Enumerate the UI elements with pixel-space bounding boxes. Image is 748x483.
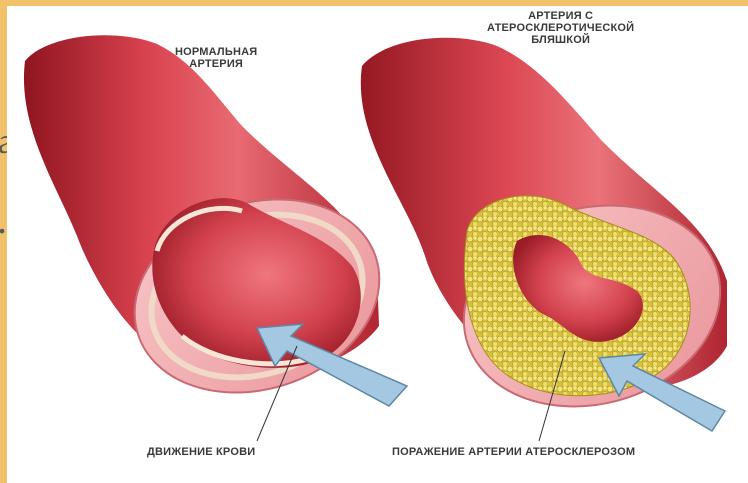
normal-artery-label-line1: НОРМАЛЬНАЯ: [175, 46, 257, 58]
plaque-artery-label-line1: АРТЕРИЯ С: [487, 10, 634, 22]
atherosclerosis-lesion-label: ПОРАЖЕНИЕ АРТЕРИИ АТЕРОСКЛЕРОЗОМ: [392, 446, 635, 458]
normal-artery: [24, 35, 407, 441]
plaque-artery-label: АРТЕРИЯ С АТЕРОСКЛЕРОТИЧЕСКОЙ БЛЯШКОЙ: [487, 10, 634, 46]
normal-artery-label-line2: АРТЕРИЯ: [175, 58, 257, 70]
normal-artery-label: НОРМАЛЬНАЯ АРТЕРИЯ: [175, 46, 257, 70]
plaque-artery-label-line2: АТЕРОСКЛЕРОТИЧЕСКОЙ: [487, 22, 634, 34]
artery-diagram: [7, 6, 748, 483]
plaque-artery: [361, 38, 743, 441]
blood-flow-label: ДВИЖЕНИЕ КРОВИ: [147, 446, 255, 458]
artery-illustration: НОРМАЛЬНАЯ АРТЕРИЯ АРТЕРИЯ С АТЕРОСКЛЕРО…: [7, 6, 748, 483]
plaque-artery-label-line3: БЛЯШКОЙ: [487, 34, 634, 46]
